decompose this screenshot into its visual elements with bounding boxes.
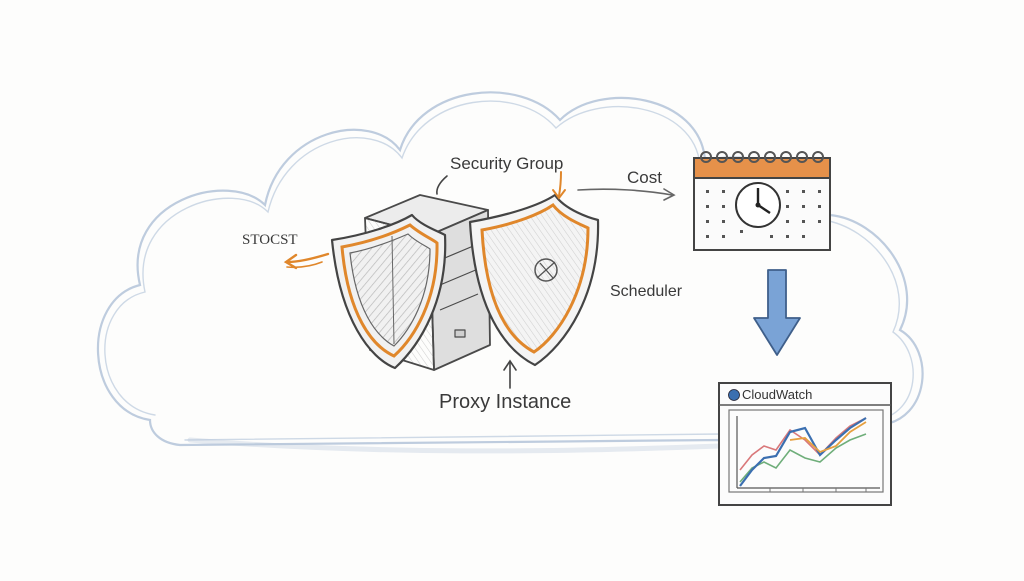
shield-icon-left bbox=[330, 213, 447, 370]
cost-label: Cost bbox=[627, 168, 662, 187]
proxy-arrow bbox=[503, 359, 517, 389]
down-arrow-icon bbox=[753, 269, 801, 356]
cloudwatch-label: CloudWatch bbox=[742, 387, 813, 402]
shield-icon-right bbox=[468, 193, 600, 367]
calendar-icon bbox=[693, 151, 831, 251]
security-group-arrows bbox=[436, 171, 566, 200]
stocst-arrow bbox=[283, 252, 330, 270]
proxy-instance-label: Proxy Instance bbox=[439, 391, 572, 413]
scheduler-label: Scheduler bbox=[610, 283, 683, 300]
stocst-label: STOCST bbox=[242, 232, 298, 248]
cost-arrow bbox=[577, 188, 676, 201]
security-group-label: Security Group bbox=[450, 154, 564, 173]
chart-window-icon bbox=[718, 382, 892, 506]
clock-icon bbox=[735, 182, 781, 228]
